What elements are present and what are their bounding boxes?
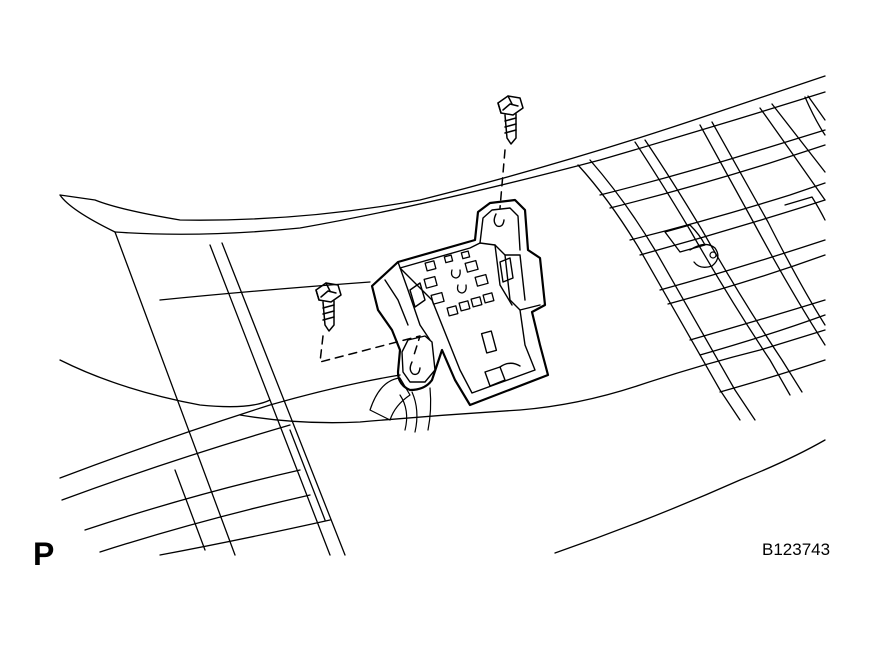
panel-upper-edge-inner (114, 91, 826, 235)
guide-line-top (499, 149, 506, 209)
view-letter: P (33, 536, 55, 572)
trim-panel (59, 75, 826, 556)
bracket-plate (399, 242, 536, 394)
rib-grid (577, 95, 826, 421)
panel-lower-contour (239, 329, 826, 424)
figure-code: B123743 (762, 540, 831, 559)
panel-upper-edge (59, 75, 826, 221)
module-bracket (370, 198, 550, 407)
bracket-outline (370, 198, 550, 407)
panel-rib-2 (61, 424, 291, 501)
panel-rib-5 (159, 519, 331, 556)
panel-rib-4 (99, 494, 311, 553)
bracket-hole-pattern (423, 250, 495, 317)
panel-vrib-2 (289, 429, 326, 521)
panel-left-edge-inner (221, 242, 346, 556)
bracket-hole-left (409, 361, 421, 376)
guide-line-left (319, 335, 421, 363)
panel-bottom-right (554, 439, 826, 554)
wire-harness (369, 377, 432, 433)
install-guide-lines (319, 149, 506, 363)
panel-top-lip (59, 194, 116, 233)
panel-vrib-1 (174, 469, 206, 551)
panel-curve-mid (159, 281, 371, 301)
bracket-hole-top (493, 213, 505, 228)
panel-rib-3 (84, 469, 301, 531)
panel-curve-left (59, 359, 271, 408)
screw-left (315, 282, 342, 332)
panel-rib-1 (59, 374, 401, 479)
panel-left-edge-outer (114, 231, 236, 556)
screw-top (497, 95, 524, 145)
bracket-slot (480, 330, 498, 354)
